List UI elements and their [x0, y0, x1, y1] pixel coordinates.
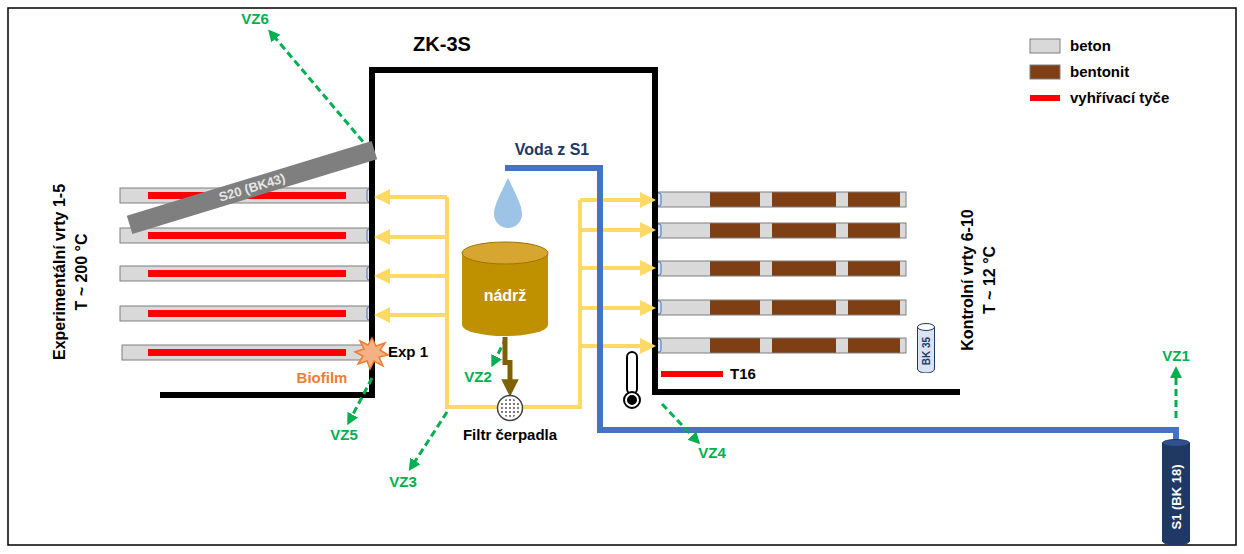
borehole-segment	[848, 338, 900, 353]
pump-symbol	[496, 394, 524, 422]
borehole-segment	[760, 261, 772, 276]
borehole	[122, 345, 372, 360]
borehole-segment	[760, 300, 772, 315]
borehole-segment	[710, 223, 760, 238]
legend-swatches	[1030, 39, 1060, 101]
temperature: T ~ 12 °C	[981, 246, 999, 314]
borehole-segment	[772, 300, 836, 315]
thermometer	[624, 352, 640, 408]
borehole-segment	[772, 192, 836, 207]
borehole-segment	[772, 338, 836, 353]
borehole-segment	[772, 261, 836, 276]
node-label: S1 (BK 18)	[1169, 465, 1184, 530]
borehole	[658, 300, 906, 315]
title: ZK-3S	[413, 33, 471, 56]
borehole-s1: S1 (BK 18)	[1162, 439, 1190, 545]
legend-swatch	[1030, 39, 1060, 53]
legend-text: vyhřívací tyče	[1070, 89, 1169, 106]
borehole-segment	[848, 223, 900, 238]
pump-filter: Filtr čerpadla	[463, 394, 557, 443]
borehole-segment	[900, 261, 906, 276]
borehole-s20: S20 (BK43)	[127, 140, 377, 233]
node-label: Filtr čerpadla	[463, 426, 557, 443]
biofilm-label: Biofilm	[297, 369, 348, 386]
borehole-segment	[710, 192, 760, 207]
borehole-segment	[836, 300, 848, 315]
sensor-label: T16	[730, 365, 756, 382]
borehole-segment	[710, 300, 760, 315]
water-pipe	[505, 168, 1176, 440]
node-label: S20 (BK43)	[217, 170, 287, 204]
pipe-label: Voda z S1	[515, 141, 589, 159]
borehole-segment	[836, 261, 848, 276]
borehole	[658, 261, 906, 276]
legend-line	[1030, 95, 1060, 101]
group-label: Kontrolní vrty 6-10	[959, 209, 977, 350]
borehole-segment	[710, 261, 760, 276]
borehole-segment	[848, 192, 900, 207]
sample-point: VZ6	[241, 10, 269, 27]
heater-rod	[148, 232, 346, 239]
borehole	[658, 338, 906, 353]
water-distribution	[382, 197, 648, 407]
borehole-segment	[658, 300, 710, 315]
borehole	[658, 223, 906, 238]
heater-rod	[148, 270, 346, 277]
legend-swatch	[1030, 65, 1060, 79]
sample-point: VZ1	[1162, 347, 1190, 364]
legend-text: bentonit	[1070, 63, 1129, 80]
borehole-segment	[900, 223, 906, 238]
borehole-segment	[760, 223, 772, 238]
borehole-segment	[658, 223, 710, 238]
borehole-segment	[760, 338, 772, 353]
tunnel-wall	[655, 67, 960, 392]
water-drop	[494, 178, 522, 228]
borehole-bk35: BK 35	[917, 323, 935, 373]
borehole	[120, 266, 372, 281]
borehole	[658, 192, 906, 207]
borehole-segment	[900, 338, 906, 353]
temperature: T ~ 200 °C	[73, 233, 91, 310]
sample-point: VZ4	[698, 444, 726, 461]
flow-arrow	[505, 337, 510, 388]
borehole	[120, 228, 372, 243]
borehole-segment	[836, 192, 848, 207]
borehole-segment	[658, 261, 710, 276]
frame	[8, 8, 1236, 545]
borehole-segment	[836, 338, 848, 353]
heater-rod	[661, 371, 723, 377]
borehole-segment	[710, 338, 760, 353]
borehole-segment	[848, 300, 900, 315]
borehole-segment	[658, 338, 710, 353]
experiment-label: Exp 1	[388, 343, 428, 360]
tunnel-wall	[372, 67, 655, 73]
legend-text: beton	[1070, 37, 1111, 54]
heater-rod	[148, 349, 346, 356]
borehole-segment	[760, 192, 772, 207]
group-label: Experimentální vrty 1-5	[51, 184, 69, 360]
borehole-segment	[900, 300, 906, 315]
node-label: BK 35	[921, 336, 932, 364]
tank: nádrž	[461, 241, 549, 337]
borehole-segment	[848, 261, 900, 276]
node-label: nádrž	[484, 287, 527, 305]
biofilm-burst	[355, 338, 388, 369]
sampling-arrow	[272, 34, 1176, 466]
borehole-segment	[836, 223, 848, 238]
sample-point: VZ3	[389, 473, 417, 490]
borehole-segment	[772, 223, 836, 238]
borehole	[120, 306, 372, 321]
sample-point: VZ2	[464, 368, 492, 385]
heater-rod	[148, 310, 346, 317]
borehole-segment	[658, 192, 710, 207]
sample-point: VZ5	[330, 426, 358, 443]
control-boreholes	[655, 192, 906, 353]
borehole-segment	[900, 192, 906, 207]
